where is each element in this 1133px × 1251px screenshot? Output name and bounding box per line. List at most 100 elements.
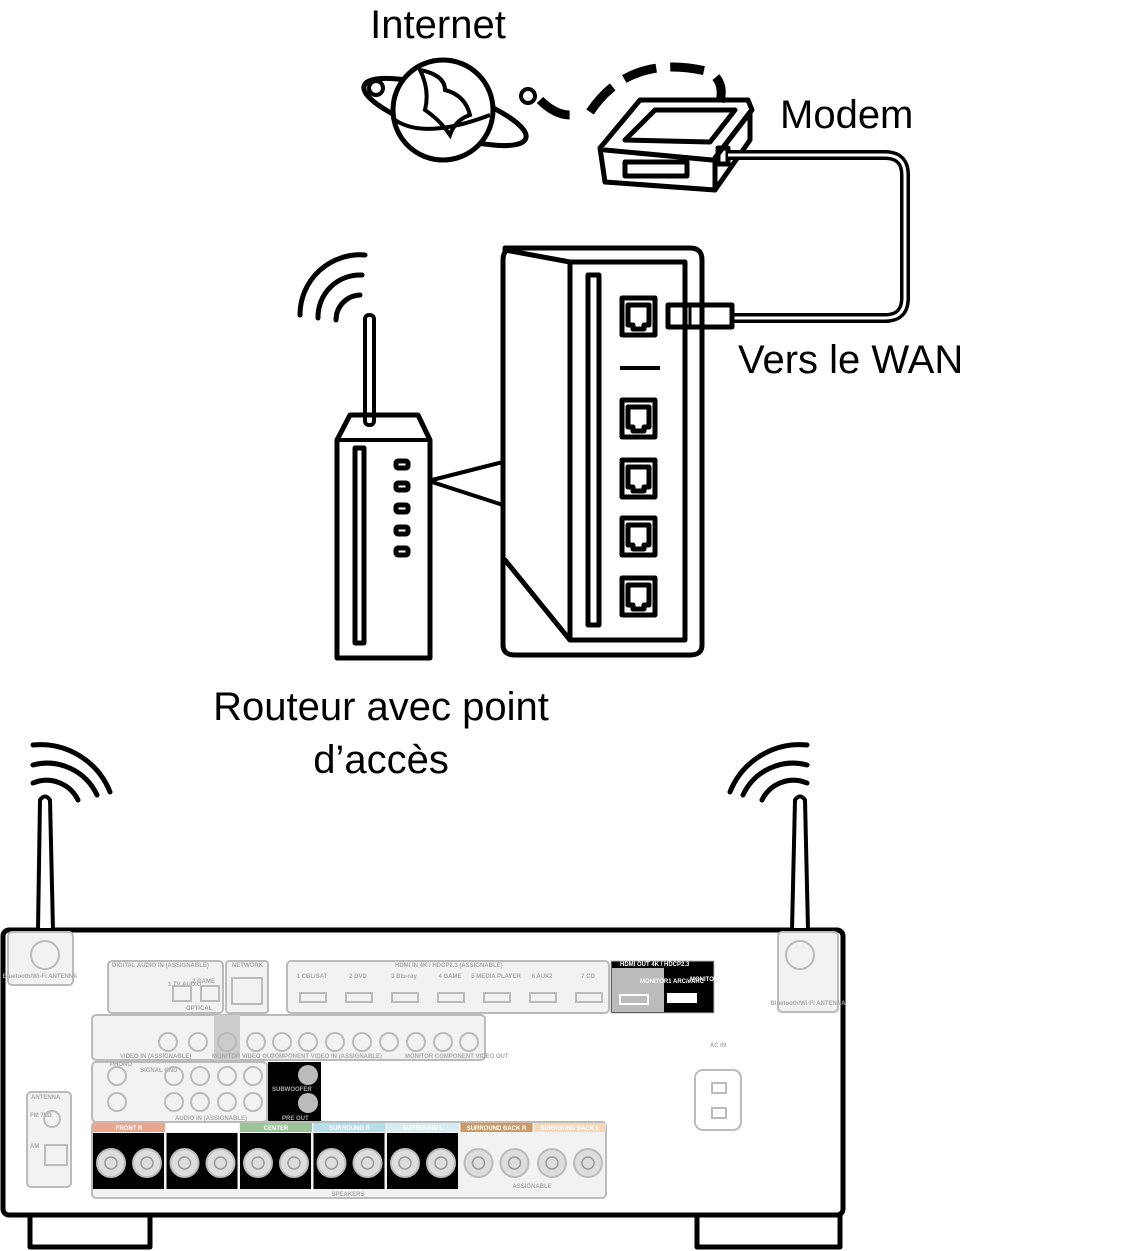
rca-jack	[217, 1032, 237, 1052]
rca-jack	[298, 1032, 318, 1052]
rca-jack	[246, 1032, 266, 1052]
svg-text:PHONO: PHONO	[110, 1062, 132, 1068]
hdmi-input-port	[483, 992, 511, 1003]
ethernet-port-lan-4	[619, 575, 658, 618]
hdmi-input-label: 2 DVD	[349, 974, 367, 980]
svg-text:MONITOR COMPONENT VIDEO OUT: MONITOR COMPONENT VIDEO OUT	[405, 1054, 509, 1060]
ethernet-port-wan	[619, 295, 658, 338]
ac-inlet	[694, 1069, 742, 1131]
hdmi-input-port	[529, 992, 557, 1003]
rca-jack	[190, 1092, 210, 1112]
speaker-section-label: CENTER	[264, 1126, 289, 1132]
svg-text:SPEAKERS: SPEAKERS	[331, 1192, 364, 1198]
hdmi-input-label: 3 Blu-ray	[391, 974, 417, 980]
speaker-section-label: FRONT L	[190, 1126, 216, 1132]
svg-text:HDMI IN 4K / HDCP2.3 (ASSIGNAB: HDMI IN 4K / HDCP2.3 (ASSIGNABLE)	[395, 963, 503, 969]
wifi-signal-icon-right	[727, 742, 811, 932]
hdmi-input-port	[391, 992, 419, 1003]
rca-jack	[217, 1066, 237, 1086]
router-label-line2: d’accès	[313, 738, 449, 782]
rca-jack	[190, 1066, 210, 1086]
antenna-connector-right	[777, 931, 839, 1013]
router-port-panel	[500, 245, 735, 658]
speaker-section-label-bg	[534, 1123, 606, 1132]
rca-jack	[243, 1066, 263, 1086]
svg-text:HDMI OUT 4K / HDCP2.3: HDMI OUT 4K / HDCP2.3	[620, 962, 690, 968]
speaker-binding-post	[537, 1148, 567, 1178]
hdmi-input-label: 7 CD	[581, 974, 595, 980]
speaker-section-label-bg	[166, 1123, 239, 1132]
svg-text:COMPONENT VIDEO IN (ASSIGNABLE: COMPONENT VIDEO IN (ASSIGNABLE)	[270, 1054, 382, 1060]
svg-text:VIDEO IN (ASSIGNABLE): VIDEO IN (ASSIGNABLE)	[120, 1054, 191, 1060]
svg-text:AUDIO IN (ASSIGNABLE): AUDIO IN (ASSIGNABLE)	[175, 1116, 247, 1122]
rca-jack	[217, 1092, 237, 1112]
rca-jack	[325, 1032, 345, 1052]
svg-text:2 GAME: 2 GAME	[192, 979, 215, 985]
speaker-section-label: SURROUND L	[403, 1126, 443, 1132]
hdmi-input-label: 6 AUX2	[532, 974, 553, 980]
speaker-section-label: SURROUND BACK L	[541, 1126, 600, 1132]
hdmi-input-label: 1 CBL/SAT	[297, 974, 328, 980]
hdmi-input-port	[437, 992, 465, 1003]
svg-text:SUBWOOFER: SUBWOOFER	[272, 1087, 312, 1093]
speaker-binding-post	[205, 1148, 236, 1178]
ethernet-port-lan-1	[619, 397, 658, 440]
rca-jack	[272, 1032, 292, 1052]
wifi-signal-icon-left	[30, 742, 113, 932]
rca-jack	[188, 1032, 208, 1052]
speaker-binding-post	[96, 1148, 126, 1178]
svg-text:MONITOR VIDEO OUT: MONITOR VIDEO OUT	[212, 1054, 275, 1060]
hdmi-input-port	[299, 992, 327, 1003]
speaker-binding-post	[390, 1148, 420, 1178]
ethernet-port-lan-2	[619, 457, 658, 500]
rca-jack	[352, 1032, 372, 1052]
svg-text:ANTENNA: ANTENNA	[31, 1095, 61, 1101]
speaker-binding-post	[426, 1148, 456, 1178]
rca-jack	[243, 1092, 263, 1112]
svg-text:AC IN: AC IN	[710, 1043, 726, 1049]
modem-icon	[597, 97, 755, 193]
audio-in-section	[91, 1061, 268, 1123]
speaker-section-label-bg	[240, 1123, 312, 1132]
speaker-section-label-bg	[387, 1123, 459, 1132]
speaker-binding-post	[243, 1148, 273, 1178]
router-icon	[297, 252, 504, 661]
svg-text:MONITOR2: MONITOR2	[690, 977, 722, 983]
hdmi-input-label: 5 MEDIA PLAYER	[471, 974, 521, 980]
svg-text:PRE OUT: PRE OUT	[282, 1116, 309, 1122]
ethernet-port-lan-3	[619, 515, 658, 558]
speaker-section-label-bg	[460, 1123, 533, 1132]
rca-jack	[459, 1032, 479, 1052]
svg-text:OPTICAL: OPTICAL	[186, 1006, 213, 1012]
svg-text:DIGITAL AUDIO IN (ASSIGNABLE): DIGITAL AUDIO IN (ASSIGNABLE)	[112, 963, 209, 969]
video-component-section	[91, 1014, 486, 1061]
wan-label: Vers le WAN	[738, 338, 963, 382]
globe-icon	[361, 57, 537, 163]
av-receiver: Bluetooth/Wi-Fi ANTENNA Bluetooth/Wi-Fi …	[0, 742, 846, 1250]
rca-jack	[164, 1092, 184, 1112]
wan-cable	[728, 150, 910, 323]
svg-text:SIGNAL GND: SIGNAL GND	[140, 1068, 178, 1074]
rca-jack	[433, 1032, 453, 1052]
antenna-terminal-section	[26, 1091, 72, 1188]
rca-jack	[158, 1032, 178, 1052]
svg-text:NETWORK: NETWORK	[232, 963, 264, 969]
speaker-binding-post	[316, 1148, 347, 1178]
speaker-binding-post	[573, 1148, 603, 1178]
network-ethernet-port	[231, 977, 263, 1005]
hdmi-input-label: 4 GAME	[438, 974, 461, 980]
rca-jack	[107, 1092, 127, 1112]
speaker-binding-post	[499, 1148, 530, 1178]
speaker-section-label: SURROUND BACK R	[467, 1126, 527, 1132]
speaker-section-label: SURROUND R	[329, 1126, 370, 1132]
router-label-line1: Routeur avec point	[213, 685, 549, 729]
internet-link-dashed	[536, 62, 726, 120]
hdmi-input-port	[345, 992, 373, 1003]
rca-jack	[164, 1066, 184, 1086]
svg-text:FM 75Ω: FM 75Ω	[30, 1113, 52, 1119]
speaker-binding-post	[279, 1148, 309, 1178]
ethernet-plug-icon	[665, 302, 735, 330]
hdmi-in-section	[286, 960, 610, 1014]
hdmi-input-port	[575, 992, 603, 1003]
